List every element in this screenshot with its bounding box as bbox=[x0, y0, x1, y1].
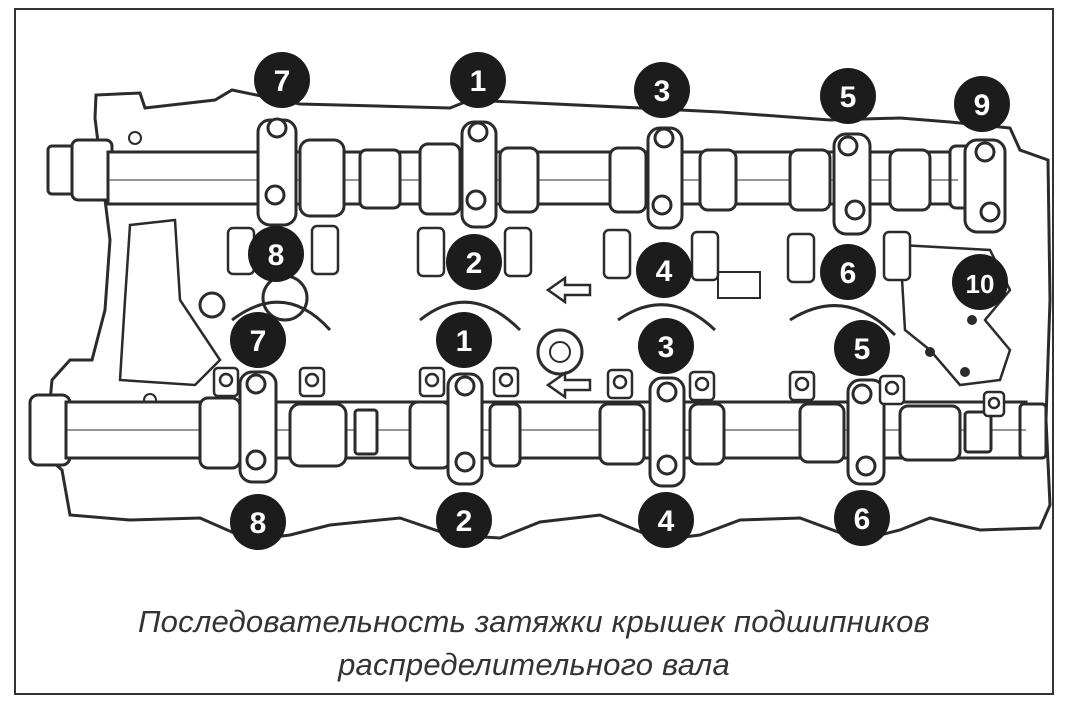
lower-side-bolts bbox=[212, 366, 1006, 418]
bolt-hole bbox=[967, 315, 977, 325]
bolt-hole bbox=[261, 274, 309, 322]
svg-text:1: 1 bbox=[456, 325, 473, 358]
sequence-badge: 6 bbox=[834, 490, 890, 546]
figure-caption: Последовательность затяжки крышек подшип… bbox=[14, 600, 1054, 686]
svg-text:5: 5 bbox=[854, 333, 871, 366]
svg-text:3: 3 bbox=[658, 331, 675, 364]
bolt-hole bbox=[198, 291, 226, 319]
head-inner-edge bbox=[118, 218, 222, 387]
sequence-badge: 1 bbox=[450, 52, 506, 108]
svg-text:3: 3 bbox=[654, 75, 671, 108]
sequence-badge: 1 bbox=[436, 312, 492, 368]
sequence-badge: 8 bbox=[230, 494, 286, 550]
svg-text:7: 7 bbox=[274, 65, 291, 98]
sequence-badge: 7 bbox=[230, 312, 286, 368]
cam-towers-lower bbox=[231, 300, 897, 337]
bearing-cap bbox=[256, 117, 298, 227]
sequence-badge: 5 bbox=[834, 320, 890, 376]
svg-text:7: 7 bbox=[250, 325, 267, 358]
bearing-cap bbox=[460, 120, 498, 229]
arrow-left-icon bbox=[545, 275, 592, 305]
bearing-cap bbox=[646, 126, 684, 230]
svg-text:2: 2 bbox=[456, 505, 473, 538]
sequence-badge: 6 bbox=[820, 244, 876, 300]
bolt-hole bbox=[128, 131, 142, 145]
sequence-badge: 4 bbox=[638, 492, 694, 548]
valve-lifters-upper bbox=[226, 224, 912, 284]
sequence-badge: 4 bbox=[636, 242, 692, 298]
svg-text:5: 5 bbox=[840, 81, 857, 114]
svg-text:1: 1 bbox=[470, 65, 487, 98]
stamped-marking bbox=[717, 271, 761, 299]
svg-text:6: 6 bbox=[854, 503, 871, 536]
svg-text:8: 8 bbox=[250, 507, 267, 540]
bolt-hole bbox=[960, 367, 970, 377]
sequence-badge: 7 bbox=[254, 52, 310, 108]
sequence-badge: 3 bbox=[634, 62, 690, 118]
sequence-badge: 9 bbox=[954, 76, 1010, 132]
svg-text:9: 9 bbox=[974, 89, 991, 122]
oil-port-inner bbox=[549, 341, 571, 363]
bolt-hole bbox=[925, 347, 935, 357]
lower-camshaft bbox=[28, 393, 1048, 470]
svg-text:4: 4 bbox=[656, 255, 673, 288]
arrow-left-icon bbox=[545, 370, 592, 400]
upper-camshaft bbox=[46, 138, 992, 218]
caption-line-2: распределительного вала bbox=[338, 647, 730, 682]
oil-port bbox=[536, 328, 584, 376]
bearing-cap bbox=[963, 138, 1007, 234]
sequence-badge: 3 bbox=[638, 318, 694, 374]
svg-text:6: 6 bbox=[840, 257, 857, 290]
svg-text:10: 10 bbox=[966, 269, 995, 299]
svg-text:2: 2 bbox=[466, 247, 483, 280]
sequence-badge: 2 bbox=[446, 234, 502, 290]
sequence-badges: 7 1 3 5 9 8 2 4 bbox=[230, 52, 1010, 550]
bearing-cap bbox=[846, 378, 886, 486]
bearing-cap bbox=[832, 132, 872, 236]
bearing-cap bbox=[446, 372, 484, 486]
bearing-cap bbox=[648, 376, 686, 488]
caption-line-1: Последовательность затяжки крышек подшип… bbox=[138, 604, 930, 639]
bearing-cap bbox=[238, 370, 278, 484]
svg-text:4: 4 bbox=[658, 505, 675, 538]
svg-text:8: 8 bbox=[268, 239, 285, 272]
sequence-badge: 5 bbox=[820, 68, 876, 124]
sequence-badge: 2 bbox=[436, 492, 492, 548]
sequence-badge: 10 bbox=[952, 254, 1008, 310]
sequence-badge: 8 bbox=[248, 226, 304, 282]
